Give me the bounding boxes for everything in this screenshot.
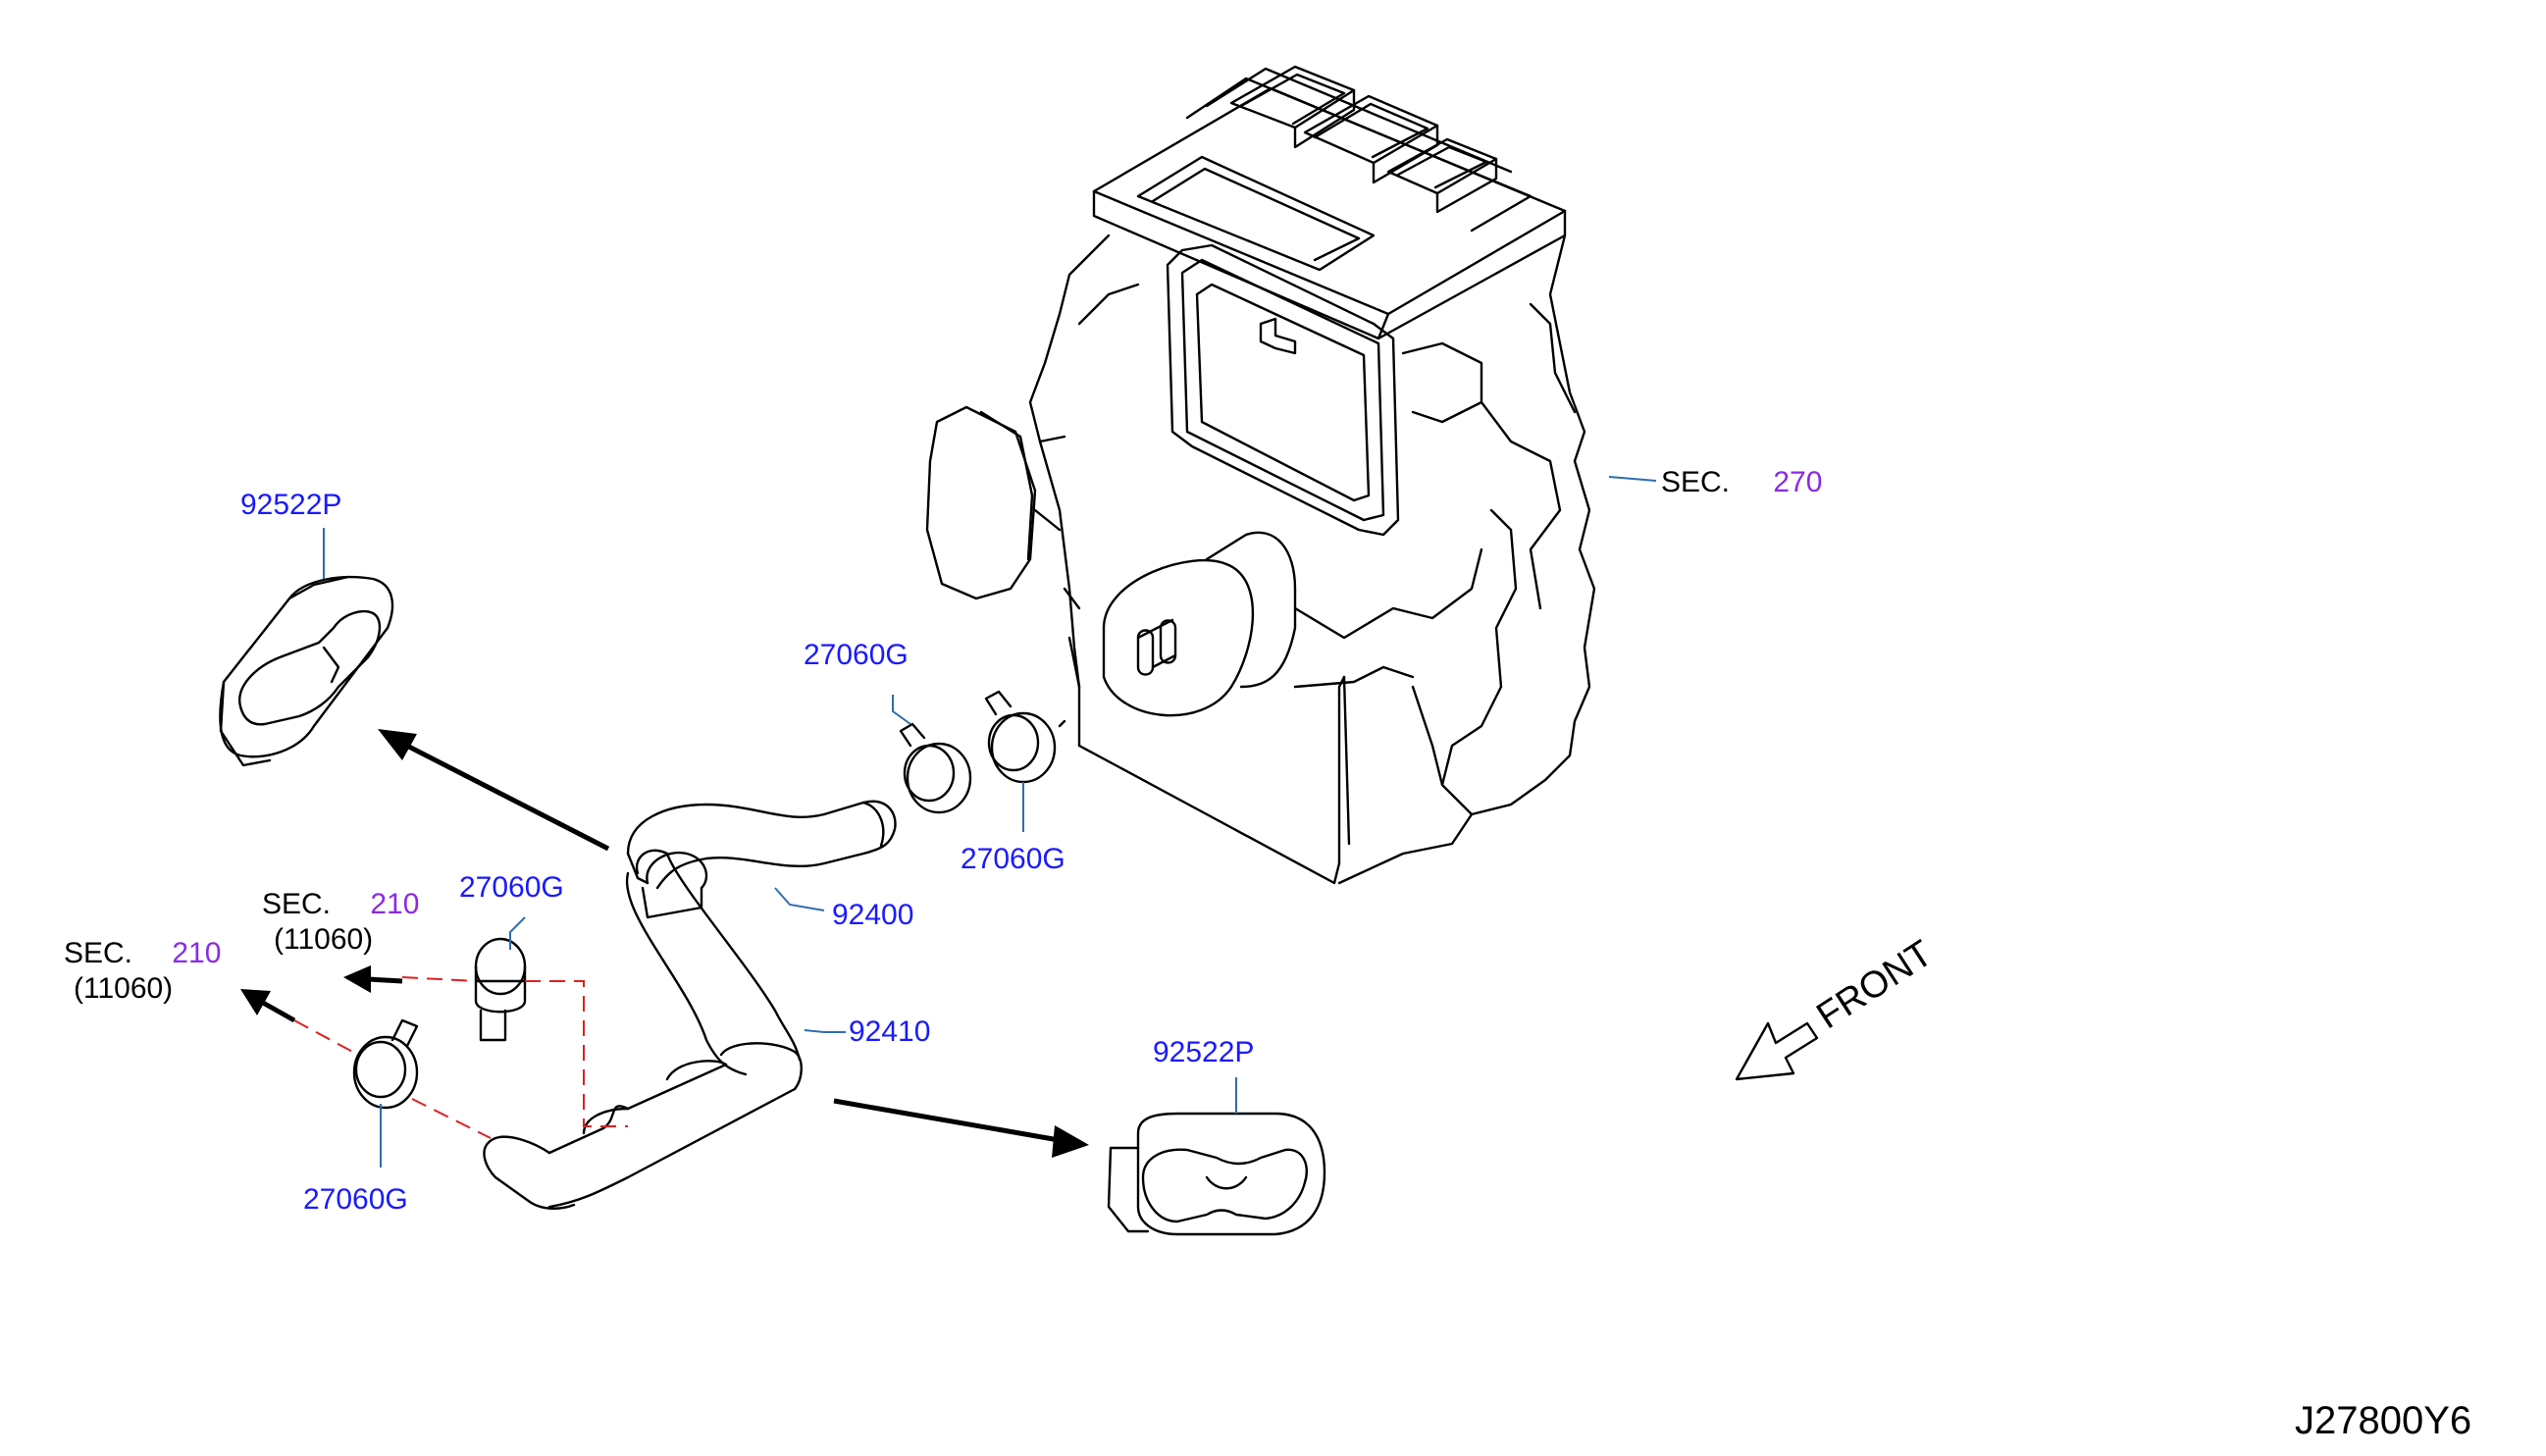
part-number-label: 92400 [832, 899, 914, 931]
section-prefix: SEC. [262, 888, 332, 920]
section-reference: SEC. 210 [262, 890, 419, 919]
heater-unit-drawing [925, 65, 1596, 885]
section-number: 210 [172, 937, 222, 969]
direction-arrow-icon [833, 1098, 1089, 1158]
grommet-drawing [219, 575, 394, 767]
section-reference: SEC. 270 [1661, 468, 1822, 497]
section-prefix: SEC. [64, 937, 133, 969]
direction-arrow-icon [343, 965, 403, 993]
hose-drawing [626, 800, 897, 890]
section-prefix: SEC. [1661, 466, 1731, 498]
part-number-label: 27060G [303, 1183, 408, 1216]
section-reference: SEC. 210 [64, 939, 221, 968]
phantom-lines [293, 976, 628, 1139]
part-number-label: 27060G [804, 639, 909, 671]
hose-drawing [483, 849, 803, 1210]
clamp-drawing [352, 1018, 419, 1110]
front-arrow-icon [1735, 1021, 1819, 1081]
direction-arrow-icon [240, 989, 296, 1023]
section-number: 210 [370, 888, 420, 920]
part-number-label: 92522P [1153, 1036, 1255, 1068]
part-number-label: 92522P [240, 489, 342, 521]
part-number-label: 27060G [459, 871, 564, 904]
leader-lines [323, 476, 1657, 1168]
clamp-drawing [899, 690, 1066, 814]
clamp-drawing [474, 937, 527, 1042]
part-number-label: 92410 [849, 1015, 931, 1048]
section-number: 270 [1773, 466, 1823, 498]
diagram-code: J27800Y6 [2295, 1399, 2472, 1442]
grommet-drawing [1107, 1112, 1326, 1236]
section-subref: (11060) [274, 923, 374, 956]
section-subref: (11060) [74, 972, 174, 1005]
part-number-label: 27060G [961, 843, 1065, 875]
direction-arrow-icon [378, 729, 610, 852]
